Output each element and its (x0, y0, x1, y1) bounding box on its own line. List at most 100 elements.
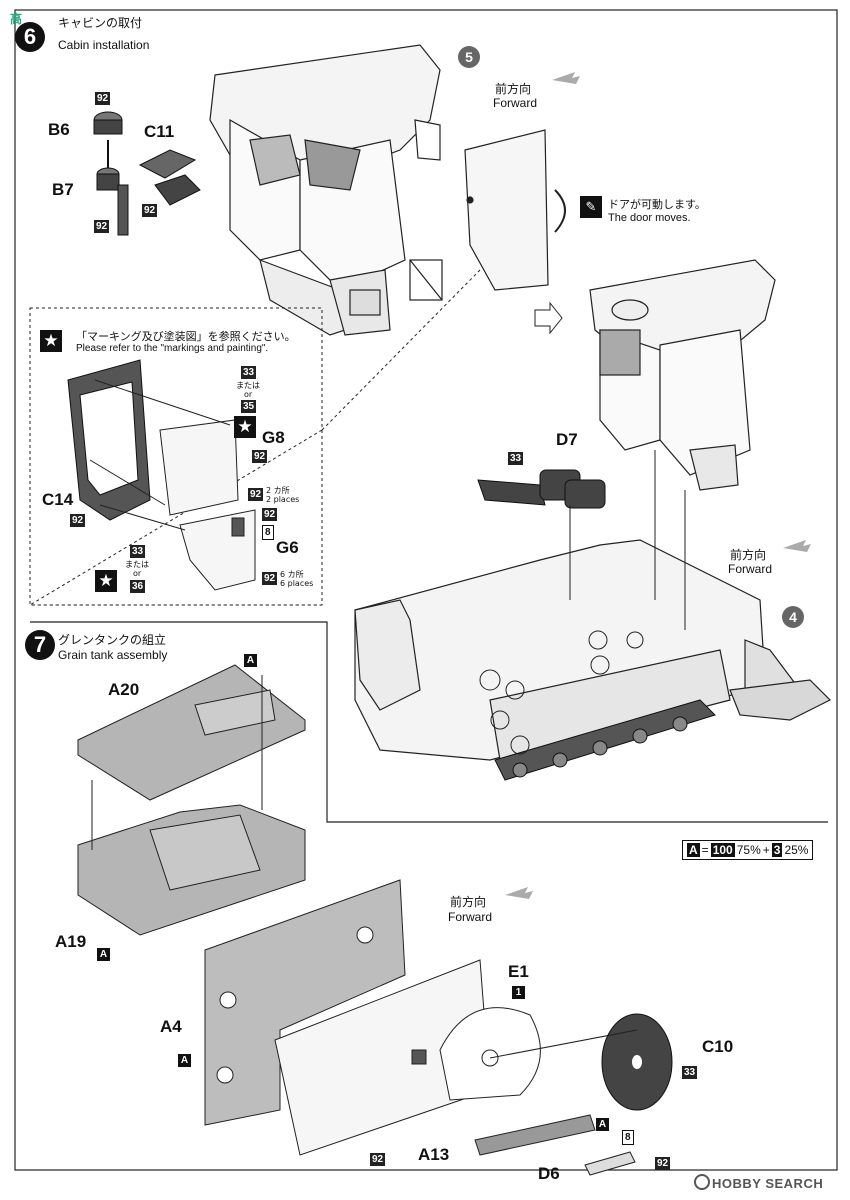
part-a4: A4 (160, 1017, 182, 1036)
inset-2places-en: 2 places (266, 495, 300, 504)
b6-b7-parts (93, 111, 129, 236)
brand-logo-icon (694, 1174, 710, 1190)
inset-alt1-mata: または (236, 381, 260, 390)
paint-92-e1: 92 (370, 1153, 386, 1166)
paint-92-c11: 92 (142, 204, 158, 217)
part-a19: A19 (55, 932, 87, 951)
forward-en-2: Forward (728, 562, 773, 576)
star-icon-3: ★ (95, 570, 117, 592)
door-panel (464, 129, 549, 291)
forward-arrow-2 (783, 540, 811, 552)
paint-33-c10: 33 (682, 1066, 698, 1079)
door-icon: ✎ (580, 196, 602, 218)
letter-a-a4: A (178, 1054, 191, 1067)
track (494, 699, 716, 781)
cabin-drawing (209, 44, 443, 336)
paint-92-d6: 92 (655, 1157, 671, 1170)
inset-note-en: Please refer to the "markings and painti… (76, 343, 269, 354)
inset-6places-en: 6 places (280, 579, 314, 588)
legend-a: A (687, 843, 700, 857)
part-g6: G6 (276, 538, 299, 557)
inset-92-g6: 92 (262, 508, 278, 521)
g8-panel (159, 419, 239, 516)
step7-title-jp: グレンタンクの組立 (58, 633, 167, 647)
letter-a-a13: A (596, 1118, 609, 1131)
legend-pct-2: 25% (784, 843, 809, 857)
inset-92-g8: 92 (252, 450, 268, 463)
part-a13: A13 (418, 1145, 450, 1164)
step7-title-en: Grain tank assembly (58, 648, 168, 662)
inset-alt2-top: 33 (130, 545, 146, 558)
legend-pct-1: 75% (736, 843, 761, 857)
step6-title-jp: キャビンの取付 (58, 16, 143, 30)
step7-frame (30, 621, 828, 823)
inset-note-jp: 「マーキング及び塗装図」を参照ください。 (76, 330, 296, 343)
part-c11: C11 (144, 122, 175, 141)
forward-arrow-3 (505, 887, 533, 899)
inset-6places-jp: 6 カ所 (280, 570, 304, 579)
d7-exhaust (477, 469, 606, 509)
d6-part (584, 1151, 636, 1176)
forward-jp-1: 前方向 (495, 82, 532, 96)
door-arrow (554, 189, 566, 233)
paint-33-d7: 33 (508, 452, 524, 465)
part-b6: B6 (48, 120, 70, 139)
part-e1: E1 (508, 962, 529, 981)
star-icon-1: ★ (40, 330, 62, 352)
legend-plus: + (762, 843, 770, 857)
forward-jp-3: 前方向 (450, 895, 487, 909)
part-c10: C10 (702, 1037, 734, 1056)
footer-brand: HOBBY SEARCH (694, 1174, 823, 1191)
inset-92-6places: 92 (262, 572, 278, 585)
paint-1: 1 (512, 986, 525, 999)
watermark-top: 高 (10, 12, 23, 26)
paint-8-d6: 8 (622, 1130, 634, 1145)
c11-part (138, 149, 201, 206)
paint-92-b7: 92 (94, 220, 110, 233)
part-b7: B7 (52, 180, 74, 199)
c14-frame (67, 359, 151, 521)
cabin-drawing-2 (589, 259, 776, 491)
inset-alt1-or: or (244, 390, 253, 399)
inset-alt2-mata: または (125, 560, 149, 569)
inset-8: 8 (262, 525, 274, 540)
combine-body (354, 539, 832, 761)
step7-number: 7 (25, 630, 55, 660)
a13-part (474, 1114, 596, 1156)
step6-ref-step: 5 (458, 46, 480, 68)
inset-box (29, 307, 323, 606)
e1-arm (439, 1007, 541, 1101)
step6-number: 6 (15, 22, 45, 52)
legend-eq: = (701, 843, 709, 857)
star-icon-2: ★ (234, 416, 256, 438)
legend-color-1: 100 (710, 843, 735, 857)
part-c14: C14 (42, 490, 74, 509)
part-d6: D6 (538, 1164, 560, 1183)
forward-jp-2: 前方向 (730, 548, 767, 562)
inset-alt2-or: or (133, 569, 142, 578)
part-d7: D7 (556, 430, 578, 449)
letter-a-a19: A (97, 948, 110, 961)
inset-2places-jp: 2 カ所 (266, 486, 290, 495)
forward-en-3: Forward (448, 910, 493, 924)
inset-alt1-bottom: 35 (241, 400, 257, 413)
step6-title-en: Cabin installation (58, 38, 150, 52)
forward-en-1: Forward (493, 96, 538, 110)
brand-text: HOBBY SEARCH (712, 1176, 824, 1191)
door-note-en: The door moves. (608, 212, 691, 224)
g6-panel (179, 509, 256, 591)
letter-a-a20: A (244, 654, 257, 667)
legend-color-2: 3 (771, 843, 783, 857)
color-legend: A = 100 75% + 3 25% (682, 840, 814, 860)
flow-arrow (534, 301, 563, 335)
part-g8: G8 (262, 428, 285, 447)
a19-part (77, 804, 306, 936)
inset-92-c14: 92 (70, 514, 86, 527)
door-note-jp: ドアが可動します。 (608, 198, 706, 211)
step7-ref-step: 4 (782, 606, 804, 628)
page-frame (14, 9, 838, 1171)
inset-alt1-top: 33 (241, 366, 257, 379)
inset-alt2-bottom: 36 (130, 580, 146, 593)
paint-92-b6: 92 (95, 92, 111, 105)
